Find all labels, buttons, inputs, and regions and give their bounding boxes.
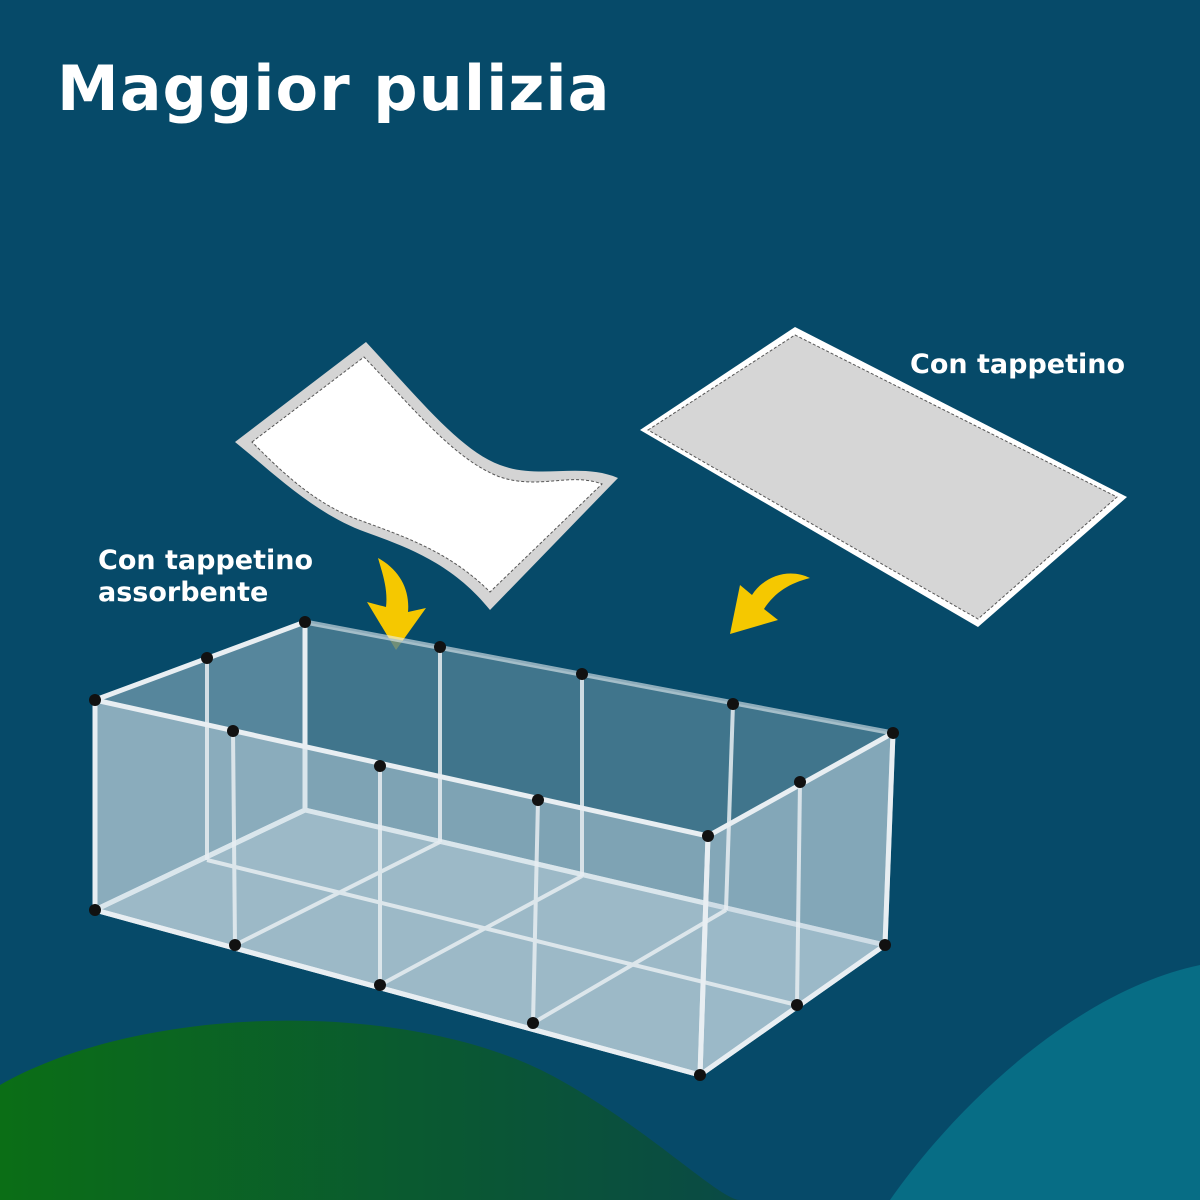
arrow-left-icon — [367, 558, 426, 650]
green-blob — [0, 1020, 740, 1200]
absorbent-mat-label-line1: Con tappetino — [98, 545, 314, 576]
mat-label: Con tappetino — [910, 349, 1126, 380]
arrow-right-icon — [730, 573, 810, 634]
absorbent-mat-label: Con tappetino assorbente — [98, 545, 313, 609]
absorbent-mat — [235, 342, 618, 610]
absorbent-mat-label-line2: assorbente — [98, 577, 269, 608]
mat — [640, 327, 1127, 627]
pet-pen — [89, 616, 899, 1081]
teal-blob — [890, 965, 1200, 1200]
page-title: Maggior pulizia — [57, 52, 611, 125]
